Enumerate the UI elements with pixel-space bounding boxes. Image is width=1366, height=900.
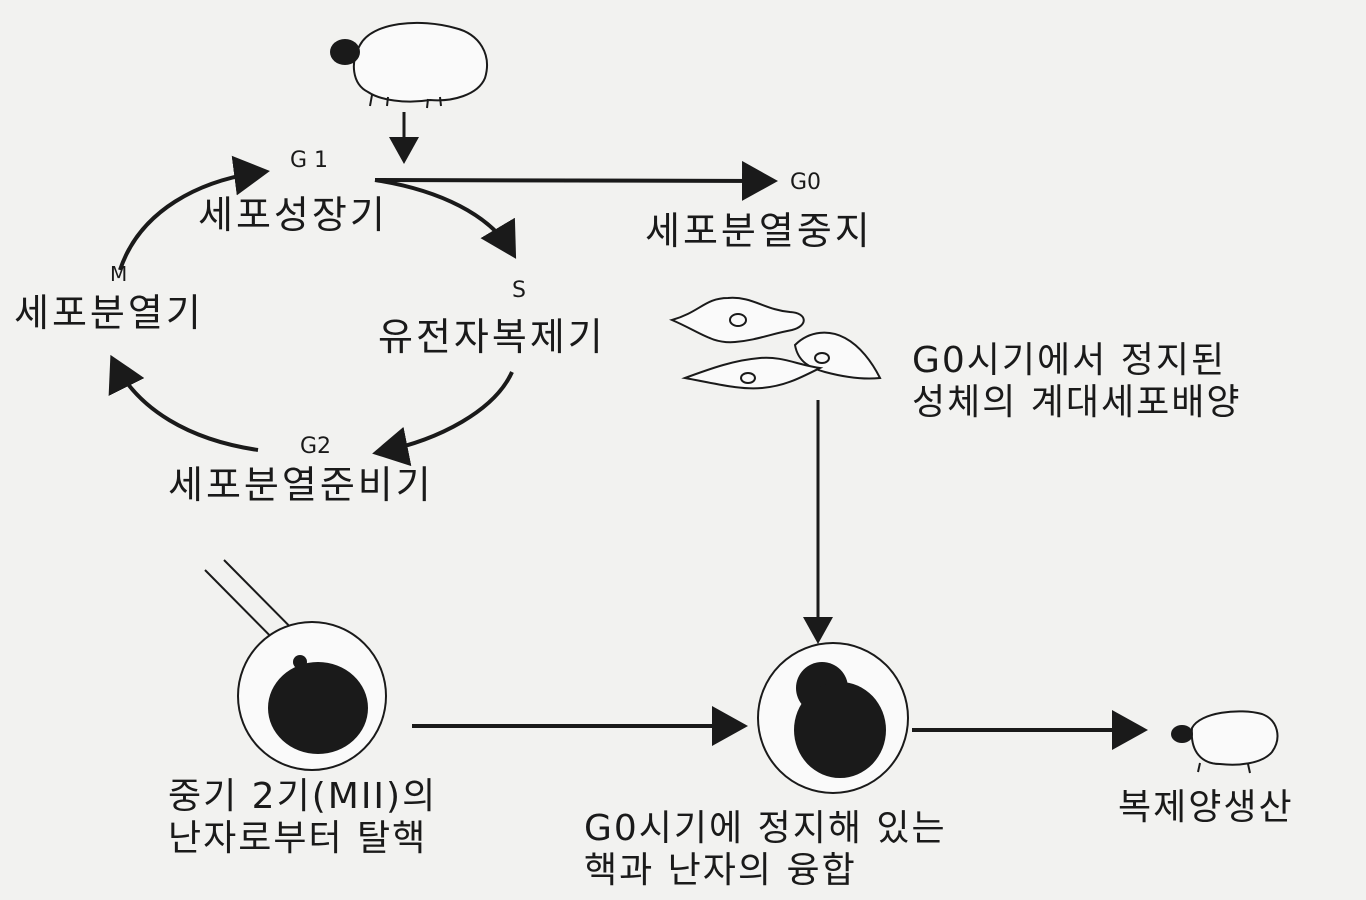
g0-label: 세포분열중지 [645,209,873,253]
result-label: 복제양생산 [1118,787,1294,828]
fused-cell-icon [757,642,909,794]
m-code: M [110,262,128,286]
m-label: 세포분열기 [14,291,204,335]
arrow-g1-to-g0 [374,160,778,201]
enucleation-line-1: 중기 2기(MII)의 [168,776,438,817]
arrow-s-to-g2 [372,371,514,467]
arrow-g2-to-m [108,354,259,452]
donor-sheep-icon [330,21,488,109]
g2-code: G2 [300,434,332,459]
enucleation-egg-icon [204,559,387,771]
enucleation-line-2: 난자로부터 탈핵 [168,818,428,860]
cloned-sheep-icon [1171,710,1279,774]
arrow-g1-to-s [374,178,517,259]
fusion-line-1: G0시기에 정지해 있는 [584,808,947,849]
fusion-caption: G0시기에 정지해 있는 핵과 난자의 융합 [584,808,947,893]
s-label: 유전자복제기 [378,315,606,359]
culture-line-2: 성체의 계대세포배양 [912,382,1242,424]
g1-label: 세포성장기 [198,193,388,237]
fusion-line-2: 핵과 난자의 융합 [584,850,857,892]
culture-caption: G0시기에서 정지된 성체의 계대세포배양 [912,340,1242,425]
enucleation-caption: 중기 2기(MII)의 난자로부터 탈핵 [168,776,437,861]
arrow-m-to-g1 [118,155,270,271]
s-code: S [512,278,526,303]
g1-code: G 1 [290,148,329,173]
culture-line-1: G0시기에서 정지된 [912,340,1227,381]
cultured-cells-icon [669,296,882,390]
g2-label: 세포분열준비기 [168,463,434,507]
g0-code: G0 [790,170,822,195]
